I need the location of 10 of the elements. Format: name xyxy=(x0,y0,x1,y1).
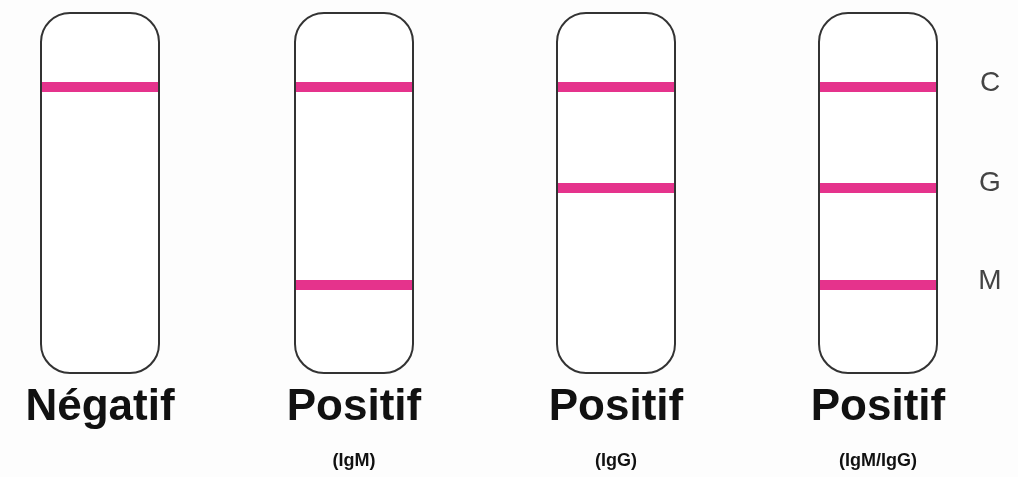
result-label: Positif xyxy=(809,380,947,430)
result-label: Négatif xyxy=(24,380,176,430)
result-label: Positif xyxy=(547,380,685,430)
line-letter: G xyxy=(978,166,1002,198)
antibody-label: (IgG) xyxy=(594,450,638,471)
line-letter: C xyxy=(978,66,1002,98)
antibody-label: (IgM) xyxy=(331,450,377,471)
line-letter: M xyxy=(977,264,1003,296)
result-label: Positif xyxy=(285,380,423,430)
antibody-label: (IgM/IgG) xyxy=(838,450,918,471)
